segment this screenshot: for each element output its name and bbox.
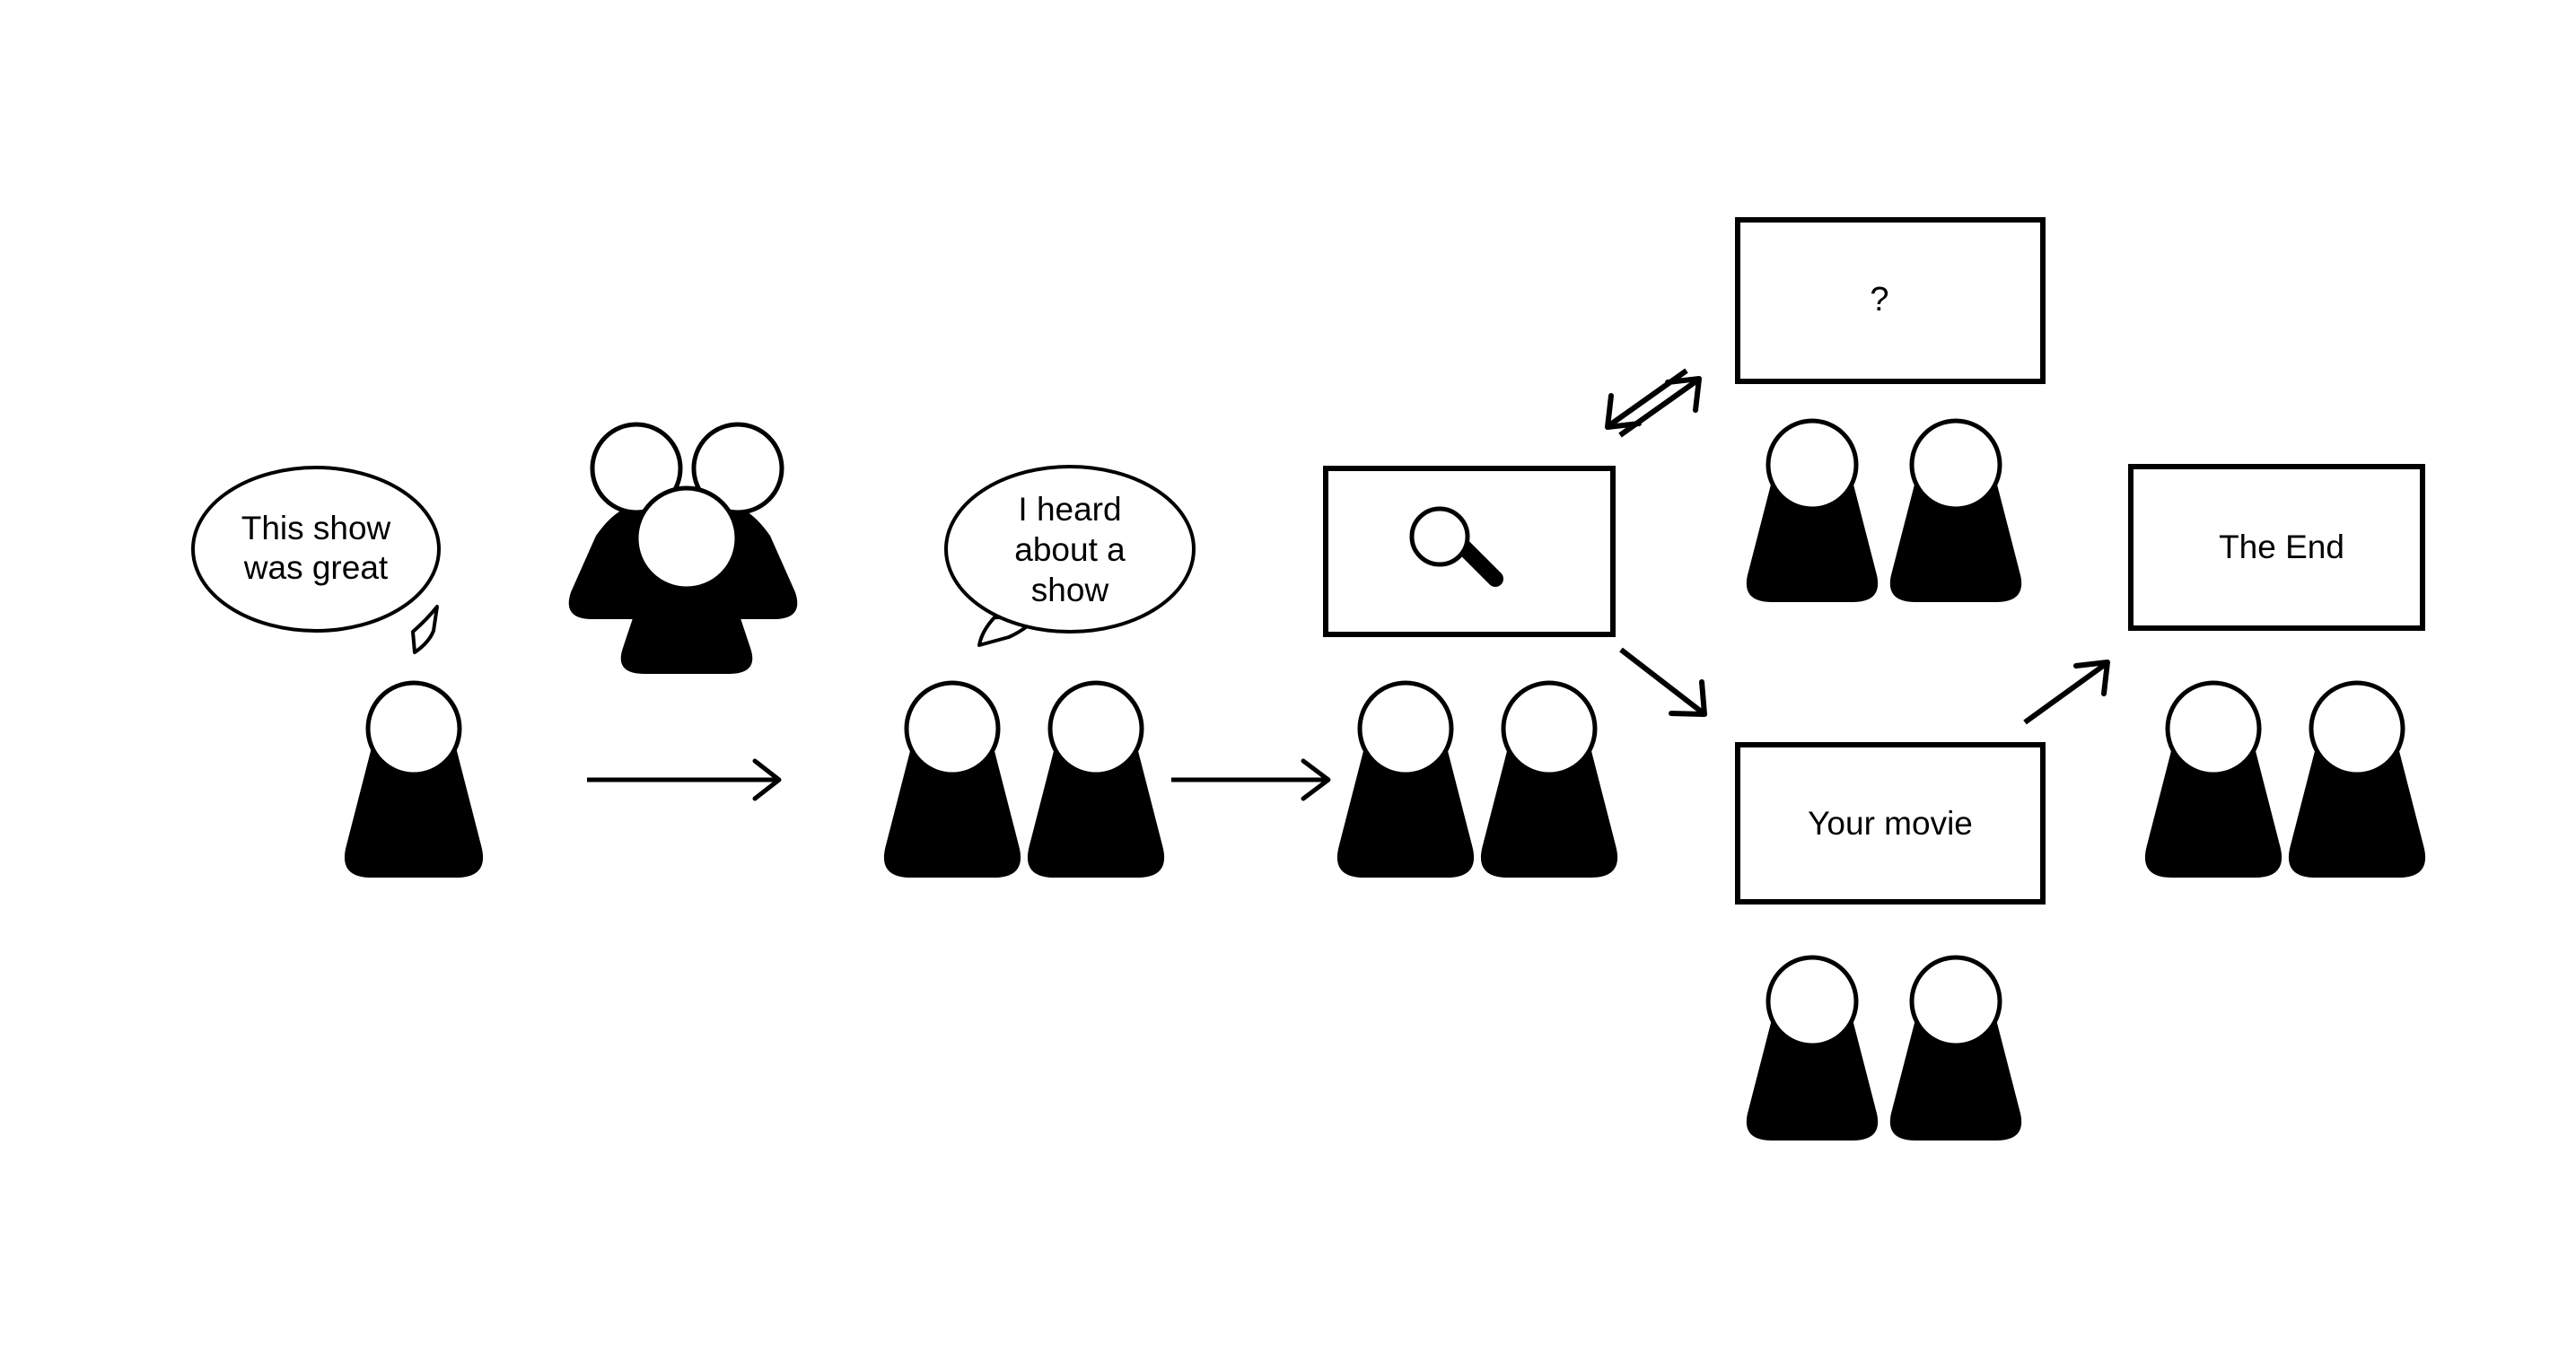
scene-your-movie-group: Your movie [1735,742,2046,1141]
person-pair-search [1336,680,1618,878]
person-pair-listen-head-2 [1047,680,1144,777]
arrow-3-head [1665,376,1702,413]
your-movie-panel[interactable]: Your movie [1735,742,2046,905]
arrow-2 [1171,758,1331,801]
question-panel-label: ? [1870,281,1888,319]
speech-bubble-1-line-2: was great [243,549,389,586]
the-end-panel-frame [2128,464,2425,631]
speech-bubble-2-line-3: show [1031,572,1109,608]
person-pair-search-head-1 [1357,680,1454,777]
scene-1-group: This show was great [191,466,782,878]
person-pair-listen [883,680,1165,878]
scene-the-end-group: The End [2128,464,2426,878]
person-pair-listen-head-1 [904,680,1001,777]
arrow-5-head [1669,679,1707,717]
magnifier-icon [1409,506,1503,587]
person-crowd-head-left [590,422,683,515]
arrow-1 [587,758,782,801]
arrow-5-shaft [1619,647,1705,716]
arrow-2-head [1301,758,1331,801]
arrow-6-shaft [2023,661,2107,725]
speech-bubble-2-body [944,465,1196,634]
question-panel[interactable]: ? [1735,217,2046,384]
arrow-5 [1619,647,1707,717]
person-pair-movie-head-1 [1766,955,1859,1048]
person-pair-question-head-1 [1766,418,1859,511]
arrow-4-shaft [1608,368,1688,428]
the-end-panel-label: The End [2219,529,2344,565]
speech-bubble-2: I heard about a show [944,465,1196,647]
person-pair-end [2144,680,2426,878]
arrow-6-head [2073,660,2110,696]
your-movie-panel-label: Your movie [1808,805,1973,842]
question-panel-frame [1735,217,2046,384]
person-crowd-head-center [634,485,740,591]
speech-bubble-2-line-2: about a [1014,531,1126,568]
the-end-panel[interactable]: The End [2128,464,2425,631]
person-crowd-body-center [620,556,753,674]
person-crowd [568,422,798,674]
speech-bubble-1-tail [411,605,439,654]
person-solo [344,680,484,878]
person-pair-movie-head-2 [1909,955,2002,1048]
person-pair-question-head-2 [1909,418,2002,511]
search-panel[interactable] [1323,466,1616,637]
person-pair-end-head-2 [2309,680,2405,777]
arrow-4-head [1605,393,1642,430]
person-crowd-head-right [691,422,784,515]
arrow-1-head [752,758,782,801]
person-pair-end-head-1 [2165,680,2262,777]
magnifier-icon-lens [1409,506,1470,567]
speech-bubble-1-line-1: This show [241,510,391,546]
scene-3-group: I heard about a show [883,465,1331,878]
speech-bubble-2-line-1: I heard [1018,491,1121,528]
person-pair-movie [1746,955,2022,1141]
person-pair-question [1746,418,2022,602]
arrow-6 [2023,660,2110,725]
person-solo-head [365,680,462,777]
speech-bubble-1: This show was great [191,466,441,654]
arrow-4 [1605,368,1688,430]
scene-4-group [1323,466,1618,878]
your-movie-panel-frame [1735,742,2046,905]
scene-question-group: ? [1735,217,2046,602]
person-pair-search-head-2 [1501,680,1598,777]
speech-bubble-1-body [191,466,441,633]
